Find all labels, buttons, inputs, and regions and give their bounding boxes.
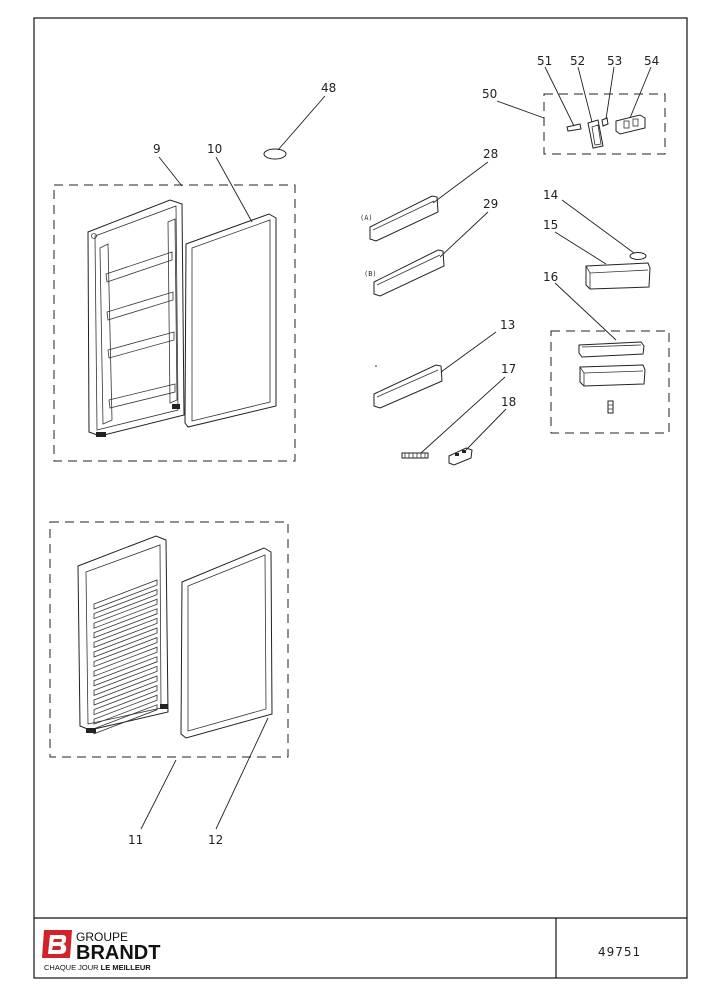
shelf-label-a: (A) xyxy=(360,214,373,222)
door-louvers xyxy=(93,579,158,735)
door-gasket xyxy=(184,213,277,428)
dairy-compartment-parts xyxy=(578,341,646,414)
brand-slogan: CHAQUE JOUR LE MEILLEUR xyxy=(44,963,151,972)
upper-door-group-box xyxy=(53,184,296,462)
hinge-plate-part xyxy=(448,447,473,466)
hinge-pin-part xyxy=(401,452,429,459)
callout-numbers: 9 10 48 28 29 13 17 18 50 51 52 53 54 14… xyxy=(128,54,659,847)
outer-door-panel xyxy=(77,535,169,735)
handle-kit-group-box xyxy=(543,93,666,155)
disc-part xyxy=(263,148,287,160)
callout-50: 50 xyxy=(482,87,497,101)
leader-lines xyxy=(140,66,652,830)
callout-9: 9 xyxy=(153,142,161,156)
callout-18: 18 xyxy=(501,395,516,409)
louver-rib xyxy=(93,598,158,629)
callout-14: 14 xyxy=(543,188,558,202)
louver-rib xyxy=(93,637,158,668)
callout-13: 13 xyxy=(500,318,515,332)
brand-slogan-bold: LE MEILLEUR xyxy=(101,963,152,972)
brand-name-text: BRANDT xyxy=(76,942,160,964)
brand-slogan-prefix: CHAQUE JOUR xyxy=(44,963,101,972)
callout-48: 48 xyxy=(321,81,336,95)
door-gasket-lower xyxy=(180,547,273,739)
brand-group-text: GROUPE xyxy=(76,930,128,944)
compartment-knob xyxy=(629,252,647,260)
callout-54: 54 xyxy=(644,54,659,68)
callout-51: 51 xyxy=(537,54,552,68)
upper-door-assembly xyxy=(53,184,296,462)
sheet-border xyxy=(33,17,688,979)
louver-rib xyxy=(93,617,158,648)
door-shelf-large xyxy=(373,364,443,409)
door-shelf-b xyxy=(373,249,445,297)
louver-rib xyxy=(93,646,158,677)
document-number: 49751 xyxy=(598,945,641,959)
louver-rib xyxy=(93,656,158,687)
callout-17: 17 xyxy=(501,362,516,376)
butter-compartment xyxy=(585,262,651,290)
callout-29: 29 xyxy=(483,197,498,211)
louver-rib xyxy=(93,694,158,725)
callout-28: 28 xyxy=(483,147,498,161)
callout-12: 12 xyxy=(208,833,223,847)
louver-rib xyxy=(93,627,158,658)
callout-10: 10 xyxy=(207,142,222,156)
door-shelf-a xyxy=(369,195,439,242)
callout-16: 16 xyxy=(543,270,558,284)
lower-door-group-box xyxy=(49,521,289,758)
louver-rib xyxy=(93,579,158,610)
handle-kit-parts xyxy=(566,114,646,149)
inner-door-panel xyxy=(87,199,185,437)
callout-15: 15 xyxy=(543,218,558,232)
title-block: GROUPE BRANDT CHAQUE JOUR LE MEILLEUR 49… xyxy=(34,917,687,978)
louver-rib xyxy=(93,665,158,696)
louver-rib xyxy=(93,675,158,706)
shelf-label-b: (B) xyxy=(364,270,377,278)
brand-logo: GROUPE BRANDT CHAQUE JOUR LE MEILLEUR xyxy=(42,930,160,972)
callout-11: 11 xyxy=(128,833,143,847)
lower-door-assembly xyxy=(49,521,289,758)
louver-rib xyxy=(93,685,158,716)
louver-rib xyxy=(93,608,158,639)
dairy-compartment-group-box xyxy=(550,330,670,434)
callout-52: 52 xyxy=(570,54,585,68)
louver-rib xyxy=(93,589,158,620)
callout-53: 53 xyxy=(607,54,622,68)
